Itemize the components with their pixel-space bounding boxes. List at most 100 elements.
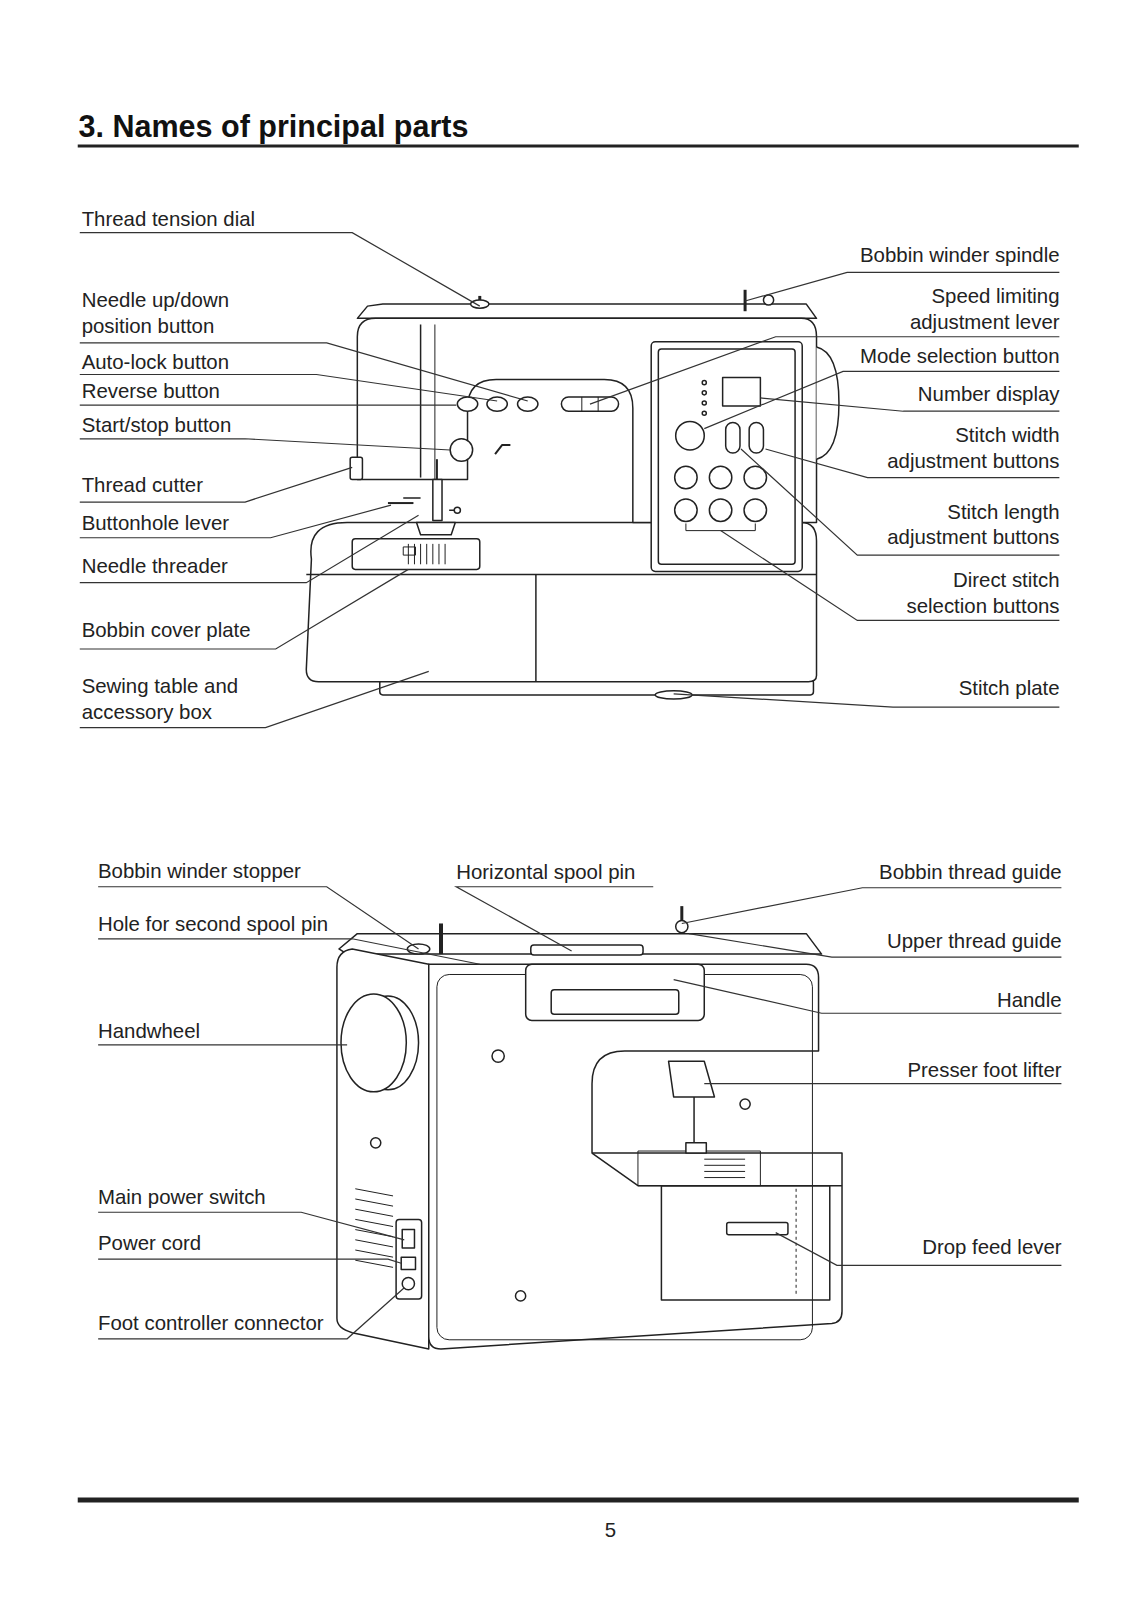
machine-back-view <box>740 1099 750 1109</box>
machine-front-view <box>702 411 706 415</box>
machine-back-view <box>551 990 679 1014</box>
part-name: Bobbin thread guide <box>879 860 1062 886</box>
leader-line <box>80 505 391 538</box>
leader-line <box>80 671 429 727</box>
machine-back-view <box>337 949 429 1349</box>
machine-back-view <box>401 1257 415 1269</box>
leader-line <box>456 887 653 951</box>
machine-front-view <box>495 445 510 454</box>
machine-front-view <box>723 378 761 407</box>
machine-back-view <box>439 923 443 954</box>
part-name: Sewing table and accessory box <box>82 674 271 725</box>
machine-front-view <box>709 466 731 488</box>
machine-back-view <box>429 964 842 1349</box>
leader-line <box>80 467 352 502</box>
machine-back-view <box>402 1230 414 1248</box>
machine-back-view <box>526 964 705 1020</box>
machine-front-view <box>676 421 705 450</box>
machine-front-view <box>487 397 507 411</box>
machine-front-view <box>702 381 706 385</box>
machine-front-view <box>434 324 435 479</box>
machine-front-view <box>471 300 489 308</box>
machine-back-view <box>515 1291 525 1301</box>
part-name: Needle up/down position button <box>82 288 261 339</box>
part-name: Speed limiting adjustment lever <box>881 284 1060 335</box>
leader-line <box>80 405 457 406</box>
part-name: Buttonhole lever <box>82 511 229 537</box>
machine-back-view <box>704 1159 745 1177</box>
machine-front-view <box>675 466 697 488</box>
machine-front-view <box>535 574 537 681</box>
part-name: Presser foot lifter <box>907 1058 1061 1084</box>
part-name: Reverse button <box>82 379 220 405</box>
leader-line <box>98 887 418 949</box>
machine-back-view <box>680 906 683 920</box>
machine-back-view <box>661 1186 829 1300</box>
leader-line <box>682 888 1062 924</box>
machine-back-view <box>669 1061 715 1097</box>
machine-front-view <box>749 422 763 453</box>
machine-front-view <box>417 522 456 534</box>
machine-front-view <box>403 498 457 510</box>
machine-front-view <box>726 422 740 453</box>
machine-back-view <box>337 906 842 1349</box>
leader-line <box>98 1288 404 1339</box>
machine-front-view <box>420 324 422 477</box>
leader-line <box>98 1259 401 1263</box>
machine-front-view <box>709 499 731 521</box>
leader-line <box>776 1233 1062 1266</box>
part-name: Thread tension dial <box>82 207 255 233</box>
machine-front-view <box>744 499 766 521</box>
leader-line <box>80 569 409 649</box>
part-name: Mode selection button <box>860 344 1060 370</box>
part-name: Direct stitch selection buttons <box>876 568 1060 619</box>
part-name: Bobbin winder spindle <box>860 243 1060 269</box>
leader-line <box>704 371 1059 428</box>
page-number: 5 <box>580 1518 641 1544</box>
machine-front-view <box>306 574 816 576</box>
machine-back-view <box>796 1189 797 1296</box>
machine-back-view <box>396 1219 422 1299</box>
part-name: Number display <box>918 382 1060 408</box>
leader-line <box>674 980 1062 1014</box>
part-name: Handle <box>997 988 1062 1014</box>
machine-front-view <box>702 401 706 405</box>
leader-line <box>80 233 1062 1339</box>
leader-line <box>98 939 480 965</box>
machine-front-view <box>350 457 362 479</box>
part-name: Upper thread guide <box>887 929 1062 955</box>
machine-front-view <box>763 295 773 305</box>
part-name: Bobbin winder stopper <box>98 859 301 885</box>
machine-back-view <box>492 1050 504 1062</box>
page-rule <box>78 1498 1079 1503</box>
leader-line <box>80 439 450 450</box>
machine-front-view <box>457 397 477 411</box>
machine-front-view <box>675 499 697 521</box>
part-name: Stitch plate <box>959 676 1060 702</box>
part-name: Start/stop button <box>82 413 232 439</box>
part-name: Auto-lock button <box>82 350 229 376</box>
machine-back-view <box>371 1138 381 1148</box>
part-name: Hole for second spool pin <box>98 912 328 938</box>
part-name: Stitch width adjustment buttons <box>855 423 1059 474</box>
machine-front-view <box>450 439 472 461</box>
machine-front-view <box>651 342 802 572</box>
part-name: Power cord <box>98 1231 201 1257</box>
part-name: Horizontal spool pin <box>456 860 635 886</box>
part-name: Foot controller connector <box>98 1311 324 1337</box>
machine-front-view <box>436 459 438 479</box>
part-name: Handwheel <box>98 1019 200 1045</box>
machine-back-view <box>341 994 406 1092</box>
leader-line <box>704 1083 1061 1084</box>
machine-front-view <box>454 507 460 513</box>
machine-front-view <box>357 304 816 318</box>
machine-front-view <box>433 480 442 521</box>
machine-back-view <box>638 1151 760 1186</box>
machine-front-view <box>686 523 755 530</box>
part-name: Main power switch <box>98 1185 266 1211</box>
part-name: Drop feed lever <box>922 1235 1061 1261</box>
machine-back-view <box>437 974 813 1339</box>
part-name: Bobbin cover plate <box>82 618 251 644</box>
